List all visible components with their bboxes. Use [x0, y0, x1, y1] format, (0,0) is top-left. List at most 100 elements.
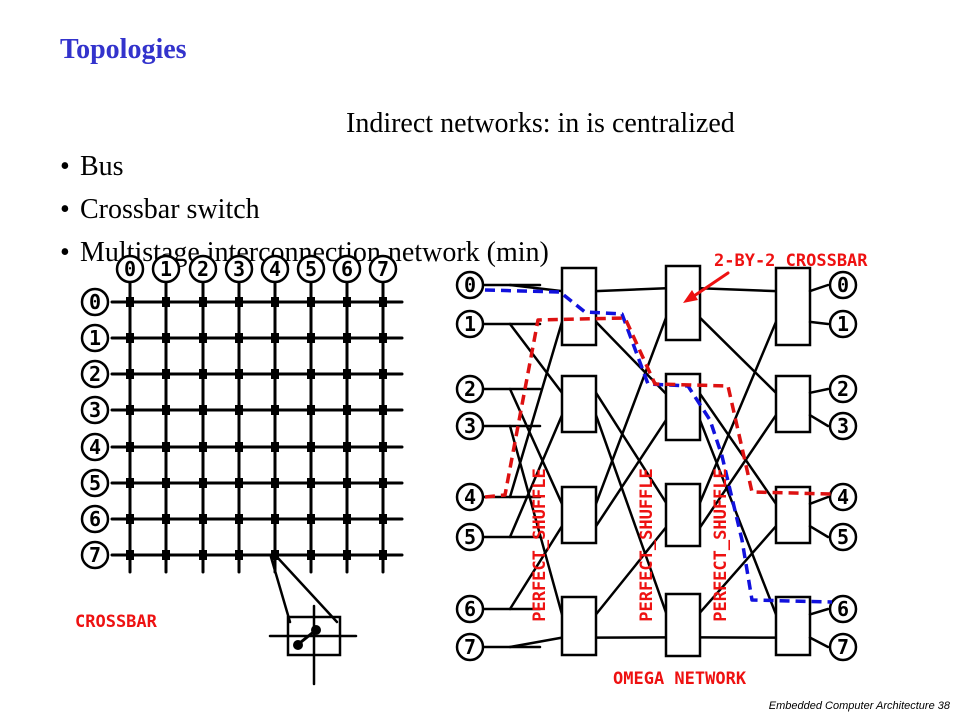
port-label: 5 — [89, 471, 101, 495]
port-circle — [455, 522, 485, 552]
crossbar-switch-point — [162, 369, 170, 379]
port-label: 7 — [464, 635, 476, 659]
crossbar-row-label: 2 — [80, 359, 110, 389]
crossbar-row-label: 5 — [80, 468, 110, 498]
perfect-shuffle-wire — [508, 320, 564, 499]
omega-input-label: 6 — [455, 594, 485, 624]
port-circle — [828, 270, 858, 300]
two-by-two-crossbar-box — [560, 595, 598, 657]
crossbar-row-label: 3 — [80, 395, 110, 425]
perfect-shuffle-wire — [698, 524, 778, 614]
crossbar-switch-point — [307, 369, 315, 379]
port-label: 3 — [837, 414, 849, 438]
port-label: 6 — [89, 507, 101, 531]
port-label: 2 — [197, 257, 209, 281]
omega-input-label: 3 — [455, 411, 485, 441]
crossbar-switch-point — [199, 297, 207, 307]
perfect-shuffle-wire — [508, 424, 564, 616]
crossbar-column-label: 0 — [115, 254, 145, 284]
crossbar-switch-point — [379, 550, 387, 560]
port-circle — [115, 254, 145, 284]
port-circle — [80, 504, 110, 534]
perfect-shuffle-wire — [594, 316, 668, 506]
omega-input-label: 0 — [455, 270, 485, 300]
crossbar-switch-point — [271, 369, 279, 379]
two-by-two-crossbar-box — [560, 374, 598, 434]
crossbar-switch-point — [379, 297, 387, 307]
two-by-two-crossbar-box — [774, 485, 812, 545]
port-label: 0 — [124, 257, 136, 281]
crossbar-switch-point — [379, 369, 387, 379]
crossbar-switch-point — [343, 333, 351, 343]
crossbar-switch-point — [235, 405, 243, 415]
crossbar-switch-point — [343, 369, 351, 379]
port-label: 0 — [89, 290, 101, 314]
crossbar-switch-point — [379, 442, 387, 452]
port-circle — [828, 374, 858, 404]
crossbar-column-label: 2 — [188, 254, 218, 284]
omega-output-label: 3 — [828, 411, 858, 441]
slide-subtitle: Indirect networks: in is centralized — [346, 108, 735, 139]
two-by-two-crossbar-box — [560, 485, 598, 545]
port-label: 4 — [837, 485, 849, 509]
omega-input-label: 5 — [455, 522, 485, 552]
crossbar-switch-point — [379, 333, 387, 343]
crossbar-switch-point — [343, 297, 351, 307]
port-label: 5 — [464, 525, 476, 549]
crossbar-row-label: 7 — [80, 540, 110, 570]
crossbar-switch-point — [271, 550, 279, 560]
port-circle — [80, 287, 110, 317]
port-label: 1 — [89, 326, 101, 350]
port-label: 4 — [464, 485, 476, 509]
port-circle — [828, 309, 858, 339]
port-circle — [80, 359, 110, 389]
crossbar-switch-point — [235, 297, 243, 307]
port-label: 5 — [305, 257, 317, 281]
crossbar-switch-point — [307, 442, 315, 452]
crossbar-column-label: 7 — [368, 254, 398, 284]
crossbar-switch-point — [126, 478, 134, 488]
omega-output-label: 5 — [828, 522, 858, 552]
port-circle — [332, 254, 362, 284]
port-label: 3 — [89, 398, 101, 422]
crossbar-switch-point — [271, 514, 279, 524]
port-circle — [828, 411, 858, 441]
crossbar-switch-point — [307, 333, 315, 343]
port-label: 7 — [89, 543, 101, 567]
port-circle — [828, 482, 858, 512]
crossbar-switch-point — [199, 405, 207, 415]
perfect-shuffle-wire — [594, 418, 668, 528]
crossbar-switch-point — [271, 333, 279, 343]
crossbar-switch-point — [199, 478, 207, 488]
bullet-item: •Bus — [60, 150, 549, 193]
crossbar-switch-point — [162, 550, 170, 560]
slide-title: Topologies — [60, 34, 187, 65]
crossbar-switch-point — [162, 514, 170, 524]
perfect-shuffle-wire — [698, 316, 778, 395]
crossbar-switch-point — [126, 297, 134, 307]
crossbar-switch-point — [235, 442, 243, 452]
port-circle — [828, 522, 858, 552]
crossbar-column-label: 5 — [296, 254, 326, 284]
port-label: 6 — [837, 597, 849, 621]
perfect-shuffle-wire — [594, 286, 668, 293]
port-label: 1 — [160, 257, 172, 281]
bullet-text: Crossbar switch — [80, 194, 260, 225]
port-label: 1 — [837, 312, 849, 336]
port-circle — [296, 254, 326, 284]
port-label: 6 — [464, 597, 476, 621]
port-circle — [80, 432, 110, 462]
port-label: 7 — [837, 635, 849, 659]
crossbar-switch-point — [162, 478, 170, 488]
omega-output-label: 4 — [828, 482, 858, 512]
port-circle — [151, 254, 181, 284]
omega-output-lead — [808, 283, 830, 293]
crossbar-switch-point — [343, 405, 351, 415]
perfect-shuffle-label: PERFECT_SHUFFLE — [637, 468, 657, 622]
crossbar-callout-label: 2-BY-2 CROSSBAR — [714, 251, 868, 271]
omega-output-lead — [808, 636, 830, 649]
crossbar-switch-point — [199, 514, 207, 524]
bullet-dot: • — [60, 151, 70, 182]
